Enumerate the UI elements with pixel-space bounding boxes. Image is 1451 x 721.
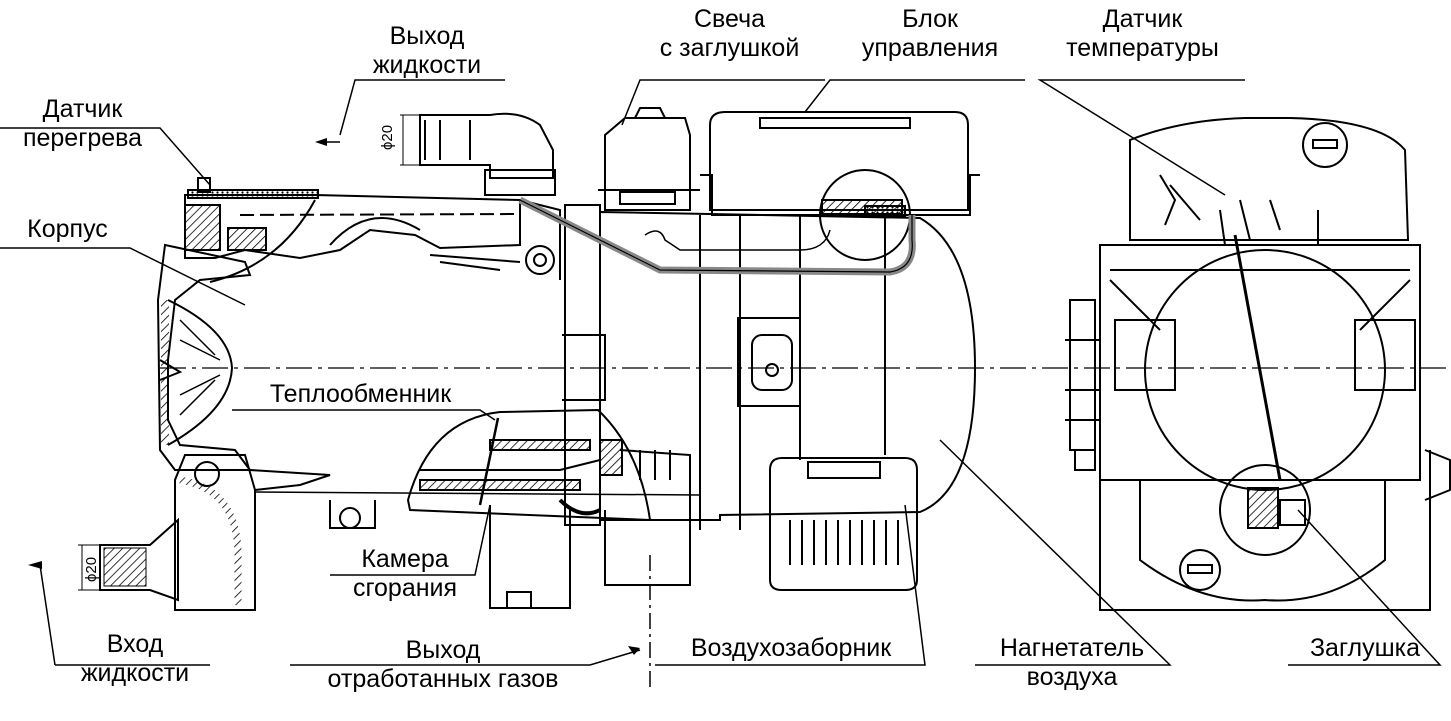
- dim-inlet: ϕ20: [83, 557, 100, 582]
- air-intake-box: [769, 457, 918, 591]
- label-heat-exchanger: Теплообменник: [269, 380, 452, 408]
- label-control-unit: Блок управления: [861, 5, 999, 62]
- label-combustion-chamber: Камера сгорания: [352, 545, 458, 602]
- glow-plug: [598, 107, 700, 211]
- heat-exchanger-body: [99, 112, 701, 611]
- label-overheat-sensor: Датчик перегрева: [22, 95, 143, 152]
- label-body: Корпус: [27, 215, 108, 243]
- end-view: [1065, 117, 1451, 611]
- dim-outlet: ϕ20: [379, 125, 396, 150]
- label-exhaust: Выход отработанных газов: [327, 636, 559, 693]
- label-plug: Заглушка: [1309, 634, 1421, 662]
- leader-lines: [0, 79, 1442, 690]
- label-glow-plug: Свеча с заглушкой: [659, 5, 800, 62]
- label-air-blower: Нагнетатель воздуха: [999, 634, 1145, 691]
- label-air-intake: Воздухозаборник: [690, 634, 892, 662]
- fluid-outlet-pipe: [419, 112, 554, 179]
- label-fluid-in: Вход жидкости: [80, 630, 190, 687]
- label-fluid-out: Выход жидкости: [372, 22, 482, 79]
- label-temp-sensor: Датчик температуры: [1066, 5, 1219, 62]
- control-unit: [700, 111, 980, 261]
- combustion-chamber-detail: [406, 408, 691, 609]
